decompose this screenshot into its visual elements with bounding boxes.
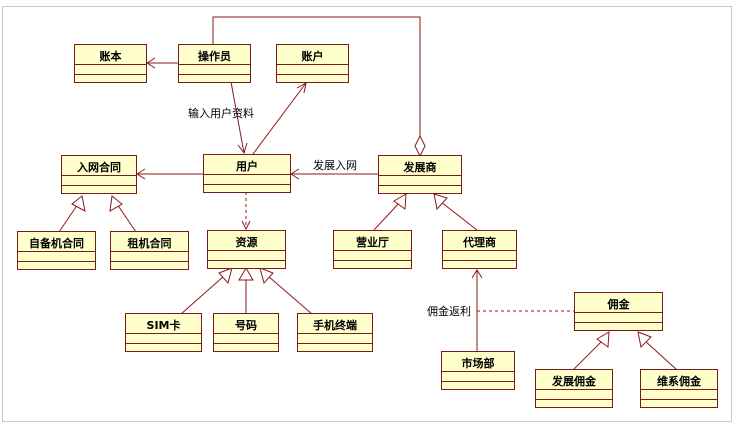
class-agent-name: 代理商 [462, 235, 496, 249]
class-account-name: 账户 [302, 49, 324, 63]
class-operator: 操作员 [178, 44, 251, 83]
edge-commission-generalization [572, 331, 678, 371]
edge-user-contract [136, 168, 204, 180]
edge-operator-ledger [146, 57, 180, 69]
class-handset-terminal: 手机终端 [297, 313, 373, 352]
class-agent: 代理商 [442, 230, 517, 269]
edge-user-resource-dependency [241, 192, 251, 231]
class-user-name: 用户 [236, 159, 258, 173]
class-user: 用户 [203, 154, 291, 193]
class-rental-contract: 租机合同 [110, 231, 189, 270]
frame-border-top-right [2, 6, 732, 422]
class-commission-name: 佣金 [607, 297, 631, 311]
class-maintenance-commission: 维系佣金 [640, 369, 718, 408]
class-own-phone-contract-name: 自备机合同 [29, 236, 84, 250]
label-input-user-info: 输入用户资料 [188, 106, 254, 120]
class-market-department: 市场部 [441, 351, 515, 390]
class-number: 号码 [213, 313, 279, 352]
class-commission: 佣金 [574, 292, 663, 331]
edge-resource-generalization [180, 267, 313, 315]
class-developer: 发展商 [378, 155, 462, 194]
edge-contract-generalization [58, 195, 137, 233]
class-ledger-name: 账本 [100, 49, 122, 63]
edge-developer-generalization [373, 193, 478, 231]
class-network-contract-name: 入网合同 [77, 160, 121, 174]
class-own-phone-contract: 自备机合同 [17, 231, 96, 270]
class-handset-terminal-name: 手机终端 [313, 318, 357, 332]
class-ledger: 账本 [74, 44, 147, 83]
class-sim-card: SIM卡 [125, 313, 202, 352]
edge-developer-operator-aggregation [212, 16, 426, 158]
label-commission-rebate: 佣金返利 [427, 304, 471, 318]
class-business-hall-name: 营业厅 [356, 235, 389, 249]
class-number-name: 号码 [235, 319, 257, 332]
edge-operator-user [230, 81, 248, 155]
edge-user-account [252, 82, 307, 155]
class-development-commission-name: 发展佣金 [551, 374, 597, 388]
class-rental-contract-name: 租机合同 [128, 236, 172, 250]
class-network-contract: 入网合同 [61, 155, 137, 194]
class-maintenance-commission-name: 维系佣金 [657, 374, 702, 388]
class-resource: 资源 [207, 230, 286, 269]
class-market-department-name: 市场部 [462, 356, 495, 370]
class-operator-name: 操作员 [198, 49, 231, 63]
class-sim-card-name: SIM卡 [147, 318, 181, 332]
frame-border-bottom-left [2, 6, 732, 422]
class-resource-name: 资源 [236, 235, 258, 249]
class-development-commission: 发展佣金 [535, 369, 613, 408]
label-develop-network: 发展入网 [313, 158, 357, 172]
class-developer-name: 发展商 [403, 160, 437, 174]
class-account: 账户 [276, 44, 349, 83]
class-business-hall: 营业厅 [333, 230, 412, 269]
